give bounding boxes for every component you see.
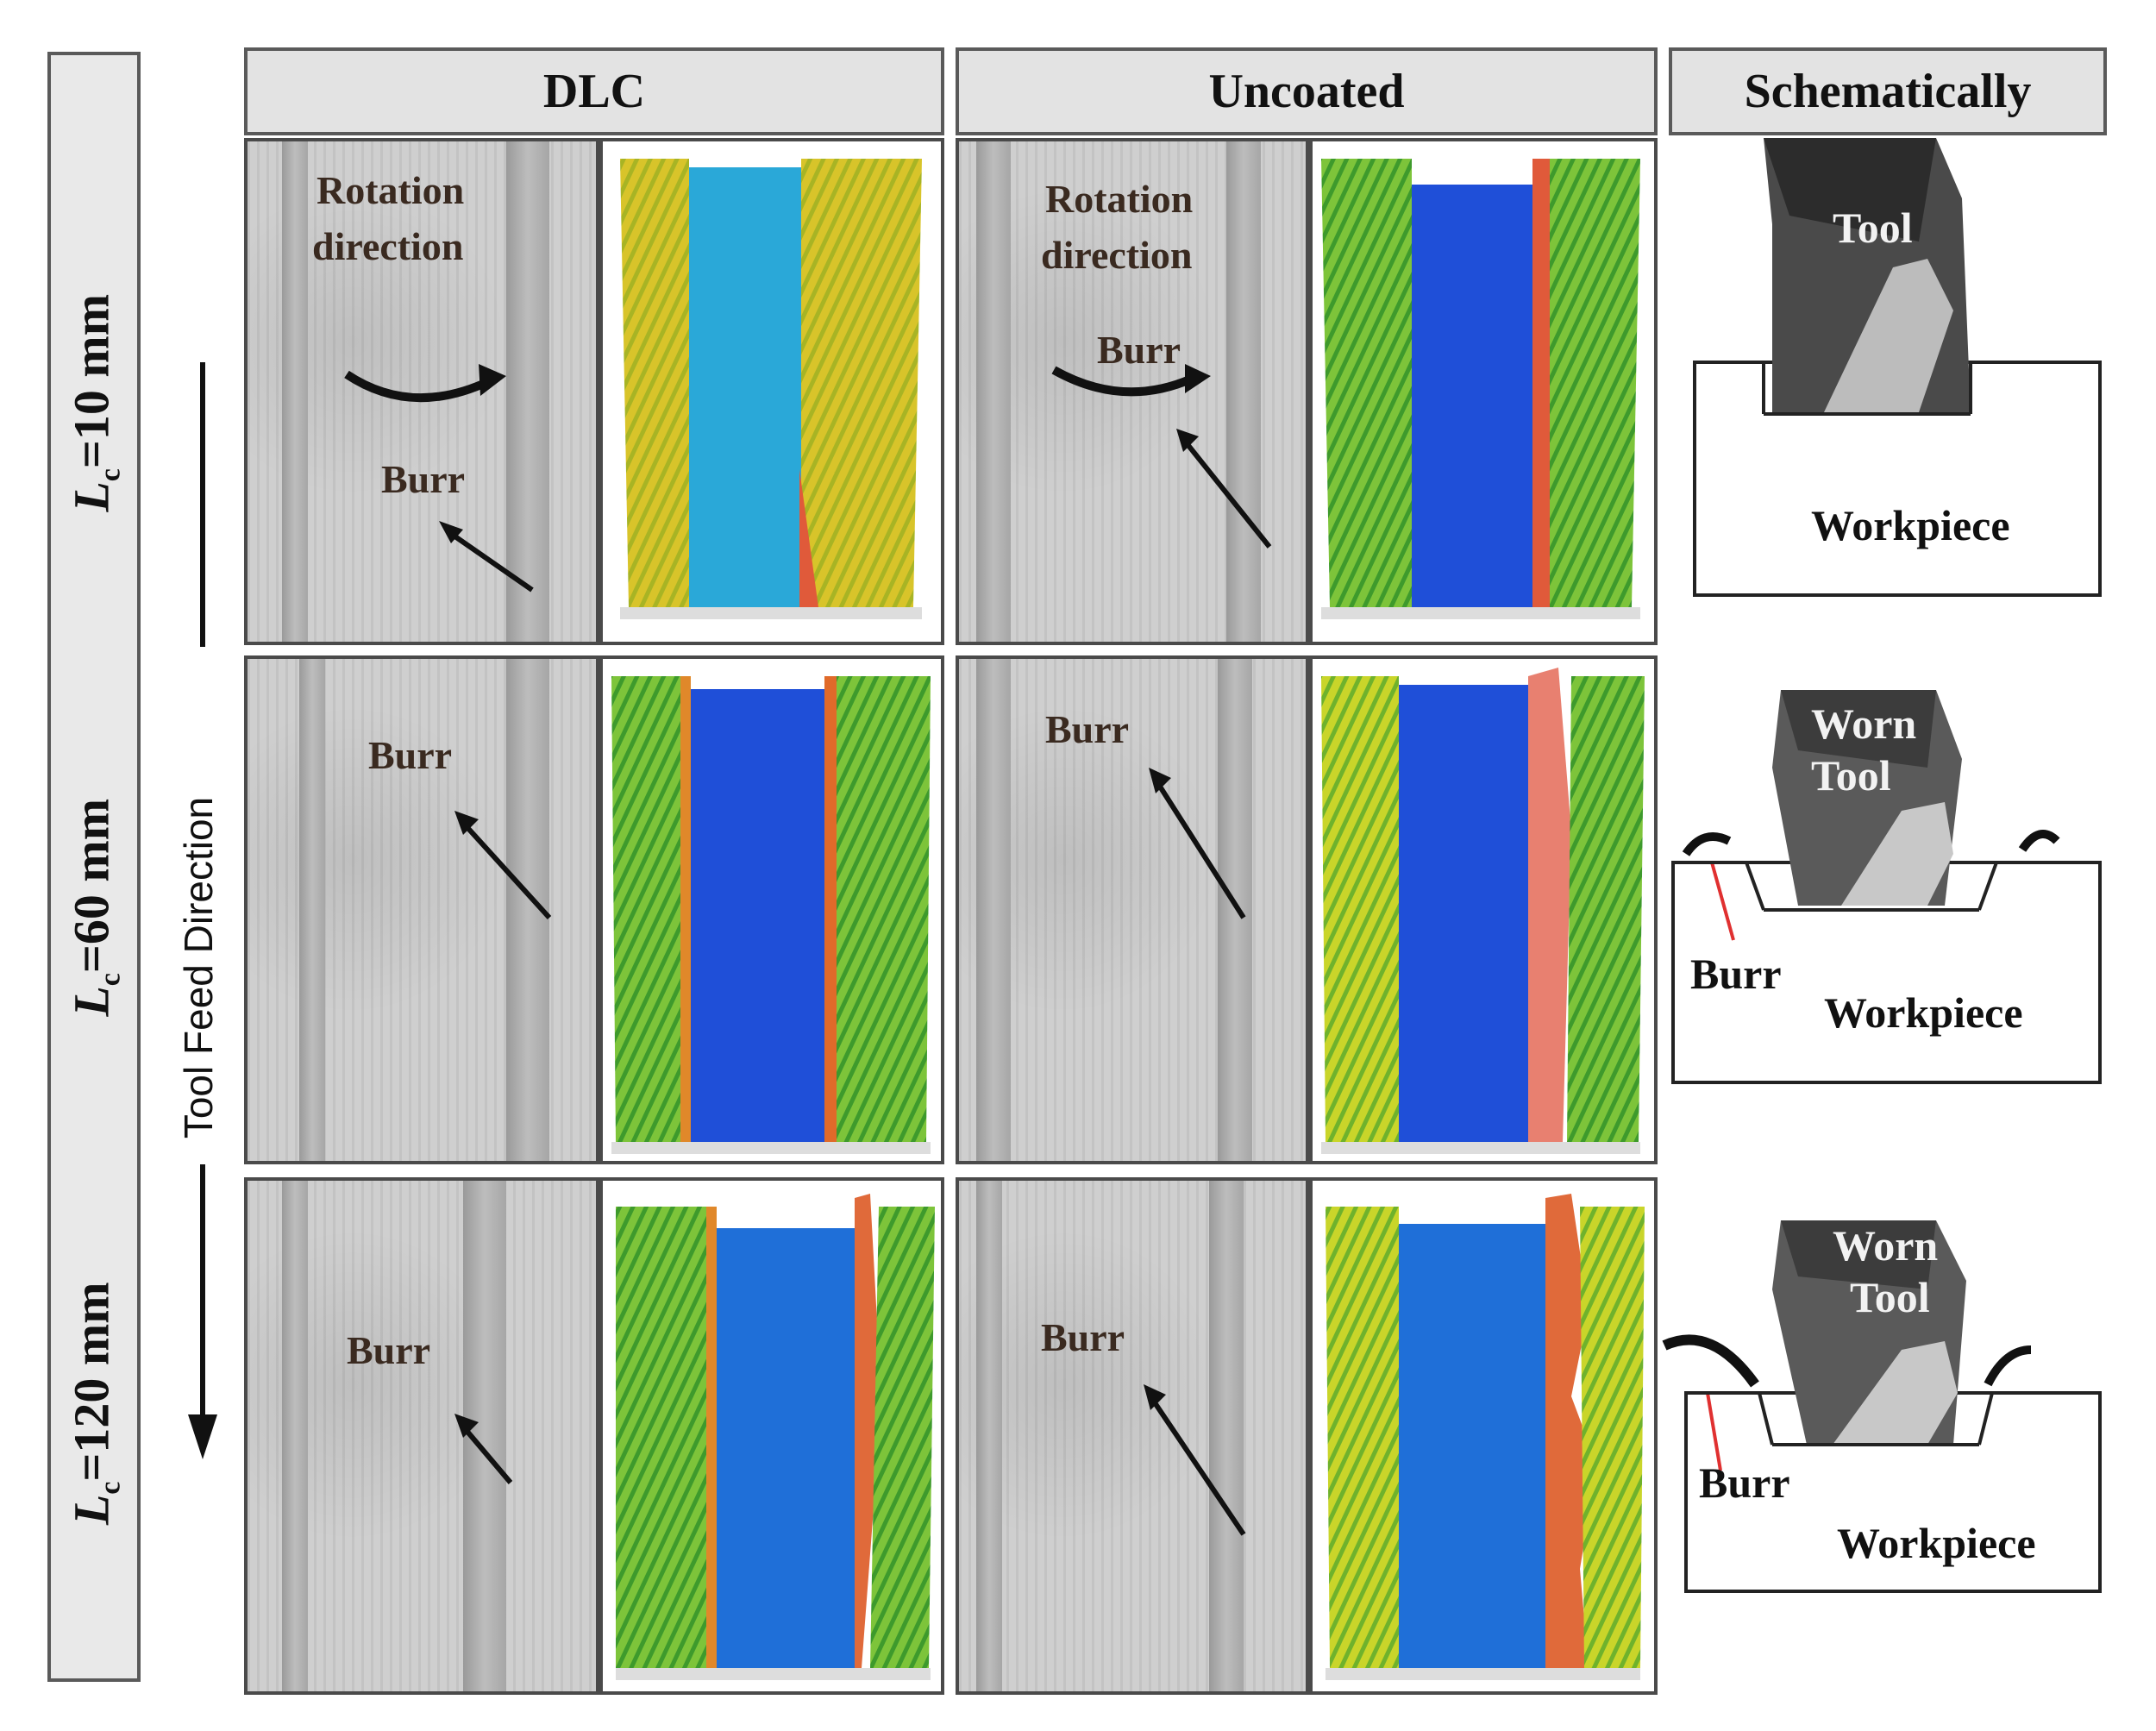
burr-label: Burr xyxy=(1045,707,1130,751)
burr-arrow xyxy=(454,1414,513,1484)
feed-direction-arrow xyxy=(188,362,217,1459)
burr-label: Burr xyxy=(381,457,466,501)
topography-render xyxy=(1326,1194,1645,1680)
workpiece-label: Workpiece xyxy=(1837,1519,2036,1567)
topography-render xyxy=(616,1194,935,1680)
topography-map-uncoated-10mm xyxy=(1309,138,1658,645)
burr-label: Burr xyxy=(1097,328,1181,372)
sem-image-dlc-120mm: Burr xyxy=(244,1177,599,1695)
tool-label: Tool xyxy=(1811,751,1891,800)
workpiece-label: Workpiece xyxy=(1811,501,2010,549)
row-label-10mm: Lc=10 mm xyxy=(63,293,127,512)
topography-render xyxy=(1321,668,1645,1154)
burr-label: Burr xyxy=(368,733,453,777)
topography-map-dlc-60mm xyxy=(599,655,944,1164)
worn-label: Worn xyxy=(1833,1221,1939,1270)
rotation-arrow xyxy=(1051,364,1272,549)
schematic-new-tool: Tool Workpiece xyxy=(1669,138,2107,621)
burr-label: Burr xyxy=(347,1328,431,1372)
burr-arrow xyxy=(454,811,552,920)
rotation-label: Rotation xyxy=(317,168,465,212)
header-schematically: Schematically xyxy=(1669,47,2107,135)
topography-render xyxy=(620,159,922,619)
topography-render xyxy=(611,676,931,1154)
burr-arrow xyxy=(1149,768,1246,919)
feed-direction-label: Tool Feed Direction xyxy=(176,796,221,1139)
topography-map-uncoated-60mm xyxy=(1309,655,1658,1164)
burr-arrow xyxy=(1144,1384,1246,1536)
burr-label: Burr xyxy=(1690,950,1782,998)
rotation-arrow xyxy=(344,364,534,593)
header-uncoated: Uncoated xyxy=(956,47,1658,135)
sem-image-dlc-10mm: Rotation direction Burr xyxy=(244,138,599,645)
direction-label: direction xyxy=(1041,233,1193,277)
workpiece-label: Workpiece xyxy=(1824,988,2023,1037)
topography-map-dlc-120mm xyxy=(599,1177,944,1695)
burr-label: Burr xyxy=(1699,1458,1790,1507)
topography-map-uncoated-120mm xyxy=(1309,1177,1658,1695)
tool-workpiece-diagram xyxy=(1671,690,2102,1084)
topography-render xyxy=(1321,159,1640,619)
sem-image-uncoated-120mm: Burr xyxy=(956,1177,1309,1695)
burr-label: Burr xyxy=(1041,1315,1125,1359)
sem-image-uncoated-10mm: Rotation direction Burr xyxy=(956,138,1309,645)
topography-map-dlc-10mm xyxy=(599,138,944,645)
tool-workpiece-diagram xyxy=(1693,138,2102,597)
tool-label: Tool xyxy=(1833,204,1913,252)
sem-image-dlc-60mm: Burr xyxy=(244,655,599,1164)
tool-label: Tool xyxy=(1850,1273,1930,1321)
direction-label: direction xyxy=(312,224,464,268)
row-label-60mm: Lc=60 mm xyxy=(63,798,127,1017)
schematic-worn-tool-60mm: Worn Tool Burr Workpiece xyxy=(1669,655,2107,1087)
schematic-worn-tool-120mm: Worn Tool Burr Workpiece xyxy=(1660,1177,2109,1626)
row-label-bar xyxy=(47,52,141,1682)
header-dlc: DLC xyxy=(244,47,944,135)
row-label-120mm: Lc=120 mm xyxy=(63,1282,127,1526)
worn-label: Worn xyxy=(1811,699,1917,748)
sem-image-uncoated-60mm: Burr xyxy=(956,655,1309,1164)
tool-workpiece-diagram xyxy=(1662,1220,2102,1593)
rotation-label: Rotation xyxy=(1045,177,1194,221)
